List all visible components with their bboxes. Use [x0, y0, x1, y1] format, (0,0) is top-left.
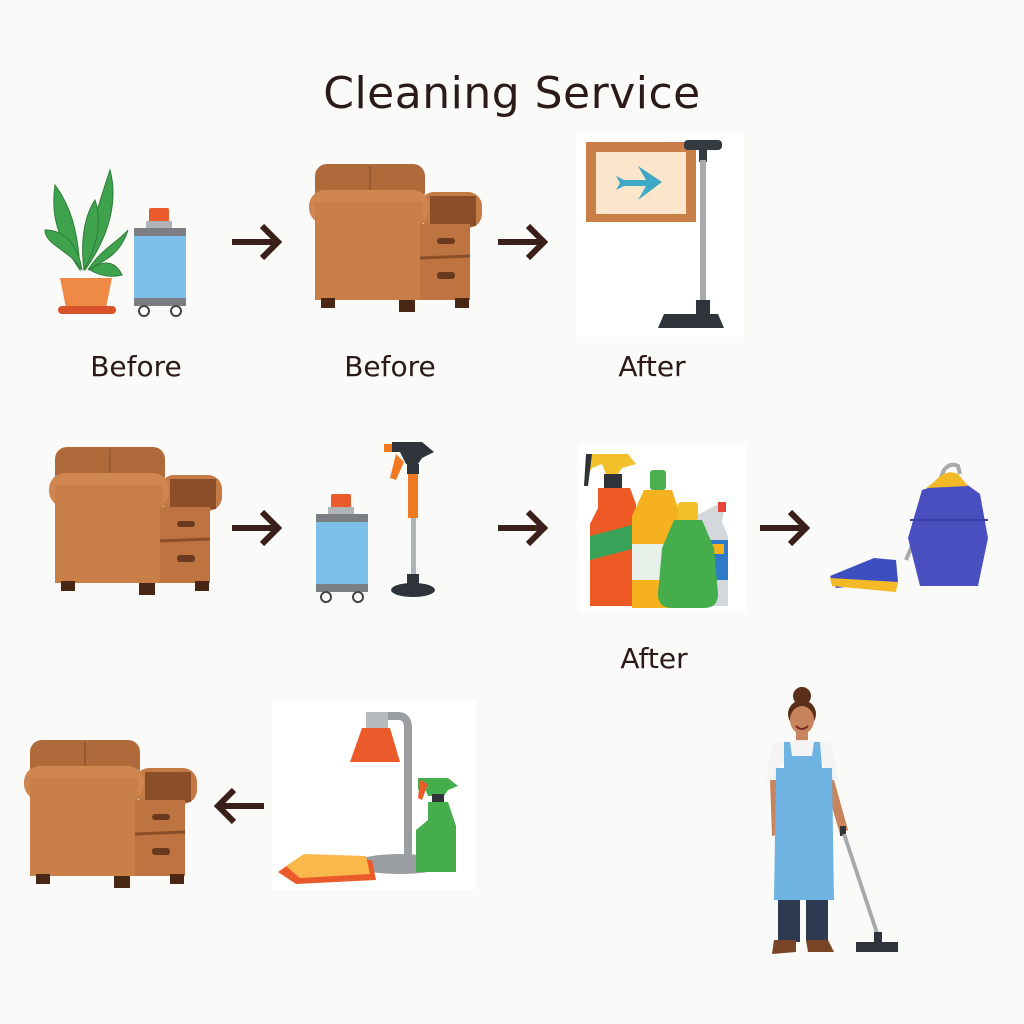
spray-bottle-icon — [416, 778, 458, 872]
houseplant-icon — [40, 160, 130, 320]
page-title: Cleaning Service — [323, 68, 701, 119]
arrow-left-icon — [212, 786, 268, 826]
desk-lamp-icon — [350, 728, 400, 762]
broom-bucket-icon — [826, 460, 990, 600]
armchair-icon — [20, 738, 200, 890]
arrow-right-icon — [494, 222, 550, 262]
armchair-icon — [45, 445, 225, 597]
arrow-right-icon — [494, 508, 550, 548]
spray-stand-icon — [382, 440, 442, 600]
cleaning-bottles-icon — [578, 444, 746, 612]
arrow-right-icon — [228, 222, 284, 262]
before-label: Before — [344, 350, 436, 383]
vacuum-canister-icon — [132, 206, 188, 318]
after-label: After — [620, 642, 688, 675]
before-label: Before — [90, 350, 182, 383]
armchair-icon — [305, 162, 485, 314]
arrow-right-icon — [228, 508, 284, 548]
desk-lamp-scene — [272, 700, 476, 890]
after-label: After — [618, 350, 686, 383]
arrow-right-icon — [756, 508, 812, 548]
vacuum-canister-icon — [314, 492, 370, 604]
cleaner-person-icon — [762, 684, 902, 964]
signpost-arrow-icon — [576, 132, 744, 337]
